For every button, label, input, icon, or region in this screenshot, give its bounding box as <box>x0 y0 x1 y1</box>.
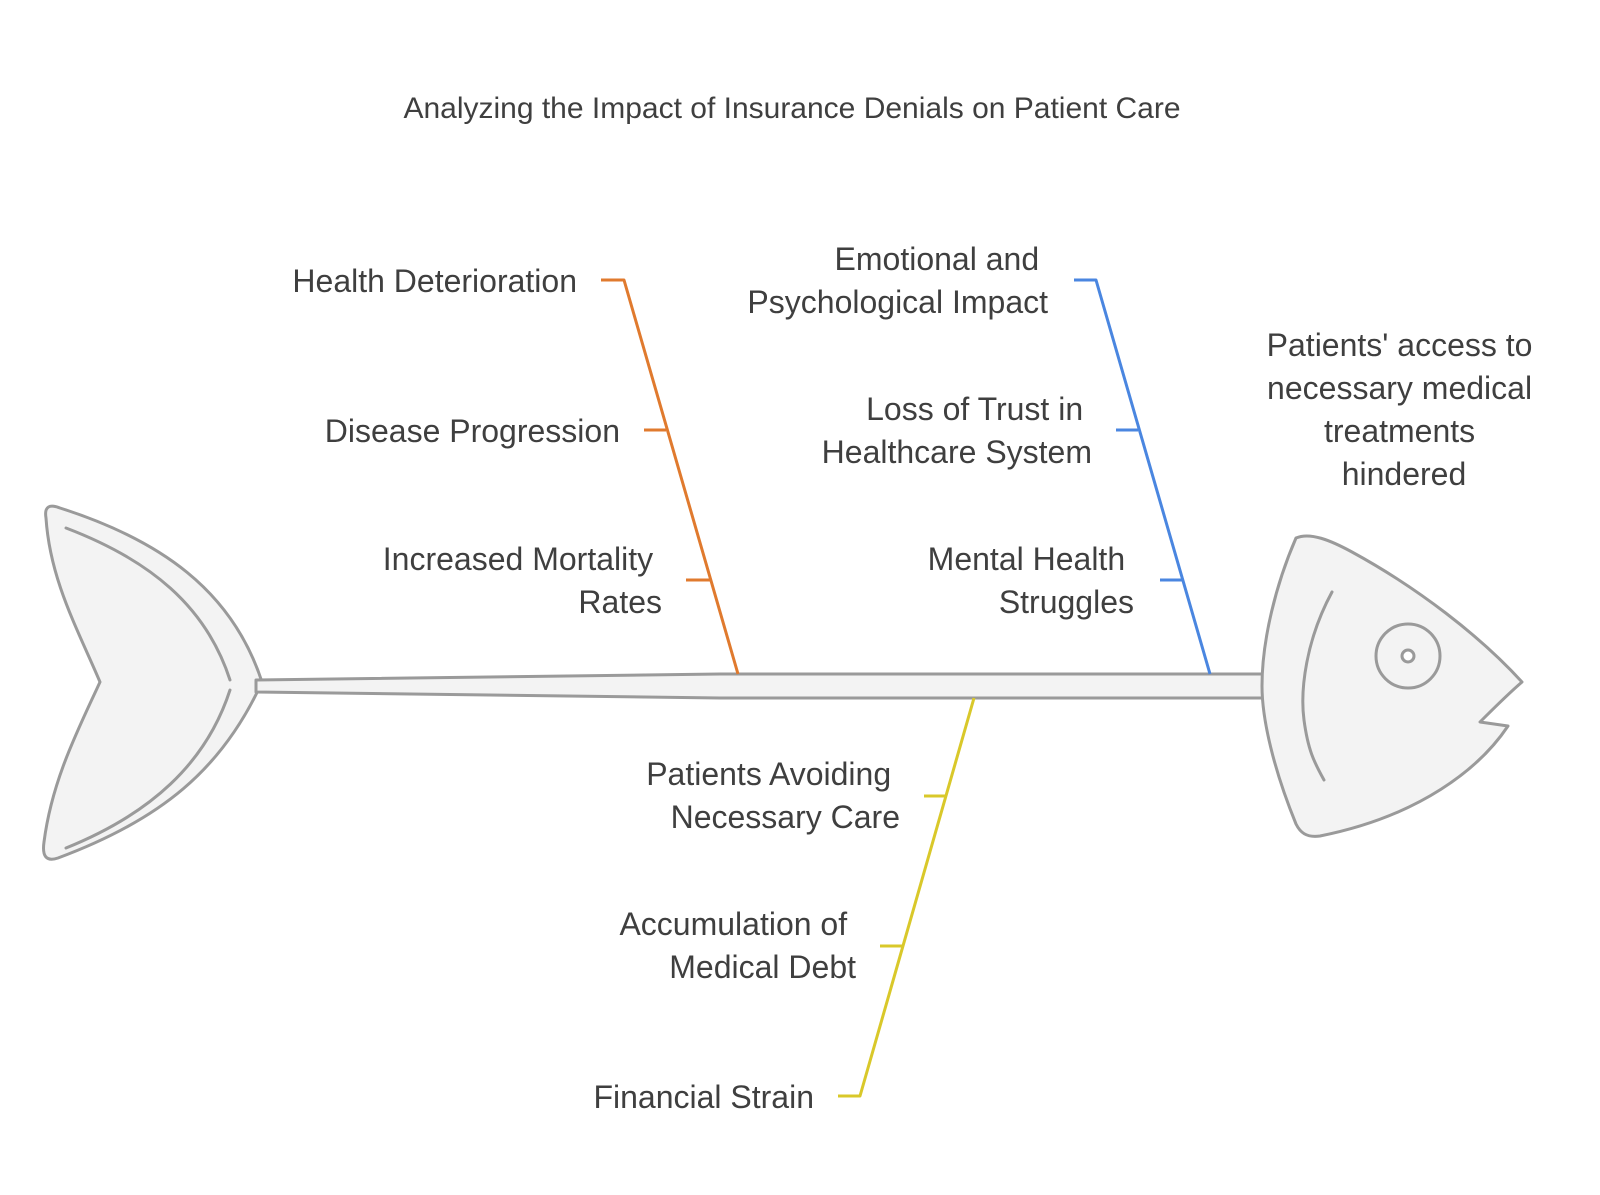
effect-line: hindered <box>1342 456 1467 492</box>
cause-label: Disease Progression <box>325 413 620 449</box>
cause-line: Increased Mortality <box>383 541 653 577</box>
cause-line: Struggles <box>999 584 1134 620</box>
cause-line: Healthcare System <box>822 434 1092 470</box>
effect-line: necessary medical <box>1267 370 1532 406</box>
branch-line <box>1074 278 1212 675</box>
cause-label: Mental Health Struggles <box>928 541 1134 620</box>
cause-label: Increased Mortality Rates <box>383 541 662 620</box>
fish-tail <box>42 504 264 861</box>
branch-financial-strain: Patients Avoiding Necessary Care Accumul… <box>593 697 976 1115</box>
branch-emotional-psychological: Emotional and Psychological Impact Loss … <box>747 241 1212 675</box>
cause-label: Patients Avoiding Necessary Care <box>646 756 900 835</box>
effect-label: Patients' access to necessary medical tr… <box>1267 327 1542 492</box>
fish-head <box>1260 534 1524 838</box>
cause-line: Rates <box>578 584 662 620</box>
category-line: Psychological Impact <box>747 284 1048 320</box>
cause-line: Loss of Trust in <box>866 391 1083 427</box>
cause-line: Medical Debt <box>669 949 856 985</box>
diagram-title: Analyzing the Impact of Insurance Denial… <box>403 92 1180 125</box>
category-label-financial: Financial Strain <box>593 1079 814 1115</box>
category-label-health: Health Deterioration <box>292 263 577 299</box>
category-label-emotional: Emotional and Psychological Impact <box>747 241 1048 320</box>
branch-line <box>838 697 976 1098</box>
cause-line: Disease Progression <box>325 413 620 449</box>
category-line: Emotional and <box>835 241 1040 277</box>
cause-line: Patients Avoiding <box>646 756 891 792</box>
cause-line: Accumulation of <box>619 906 847 942</box>
cause-label: Loss of Trust in Healthcare System <box>822 391 1092 470</box>
effect-line: treatments <box>1324 413 1475 449</box>
cause-line: Mental Health <box>928 541 1125 577</box>
fish-spine <box>254 672 1292 700</box>
cause-label: Accumulation of Medical Debt <box>619 906 856 985</box>
fish-eye-icon <box>1374 622 1442 690</box>
effect-line: Patients' access to <box>1267 327 1533 363</box>
cause-line: Necessary Care <box>671 799 900 835</box>
branch-health-deterioration: Health Deterioration Disease Progression… <box>292 263 740 675</box>
branch-line <box>601 278 740 675</box>
